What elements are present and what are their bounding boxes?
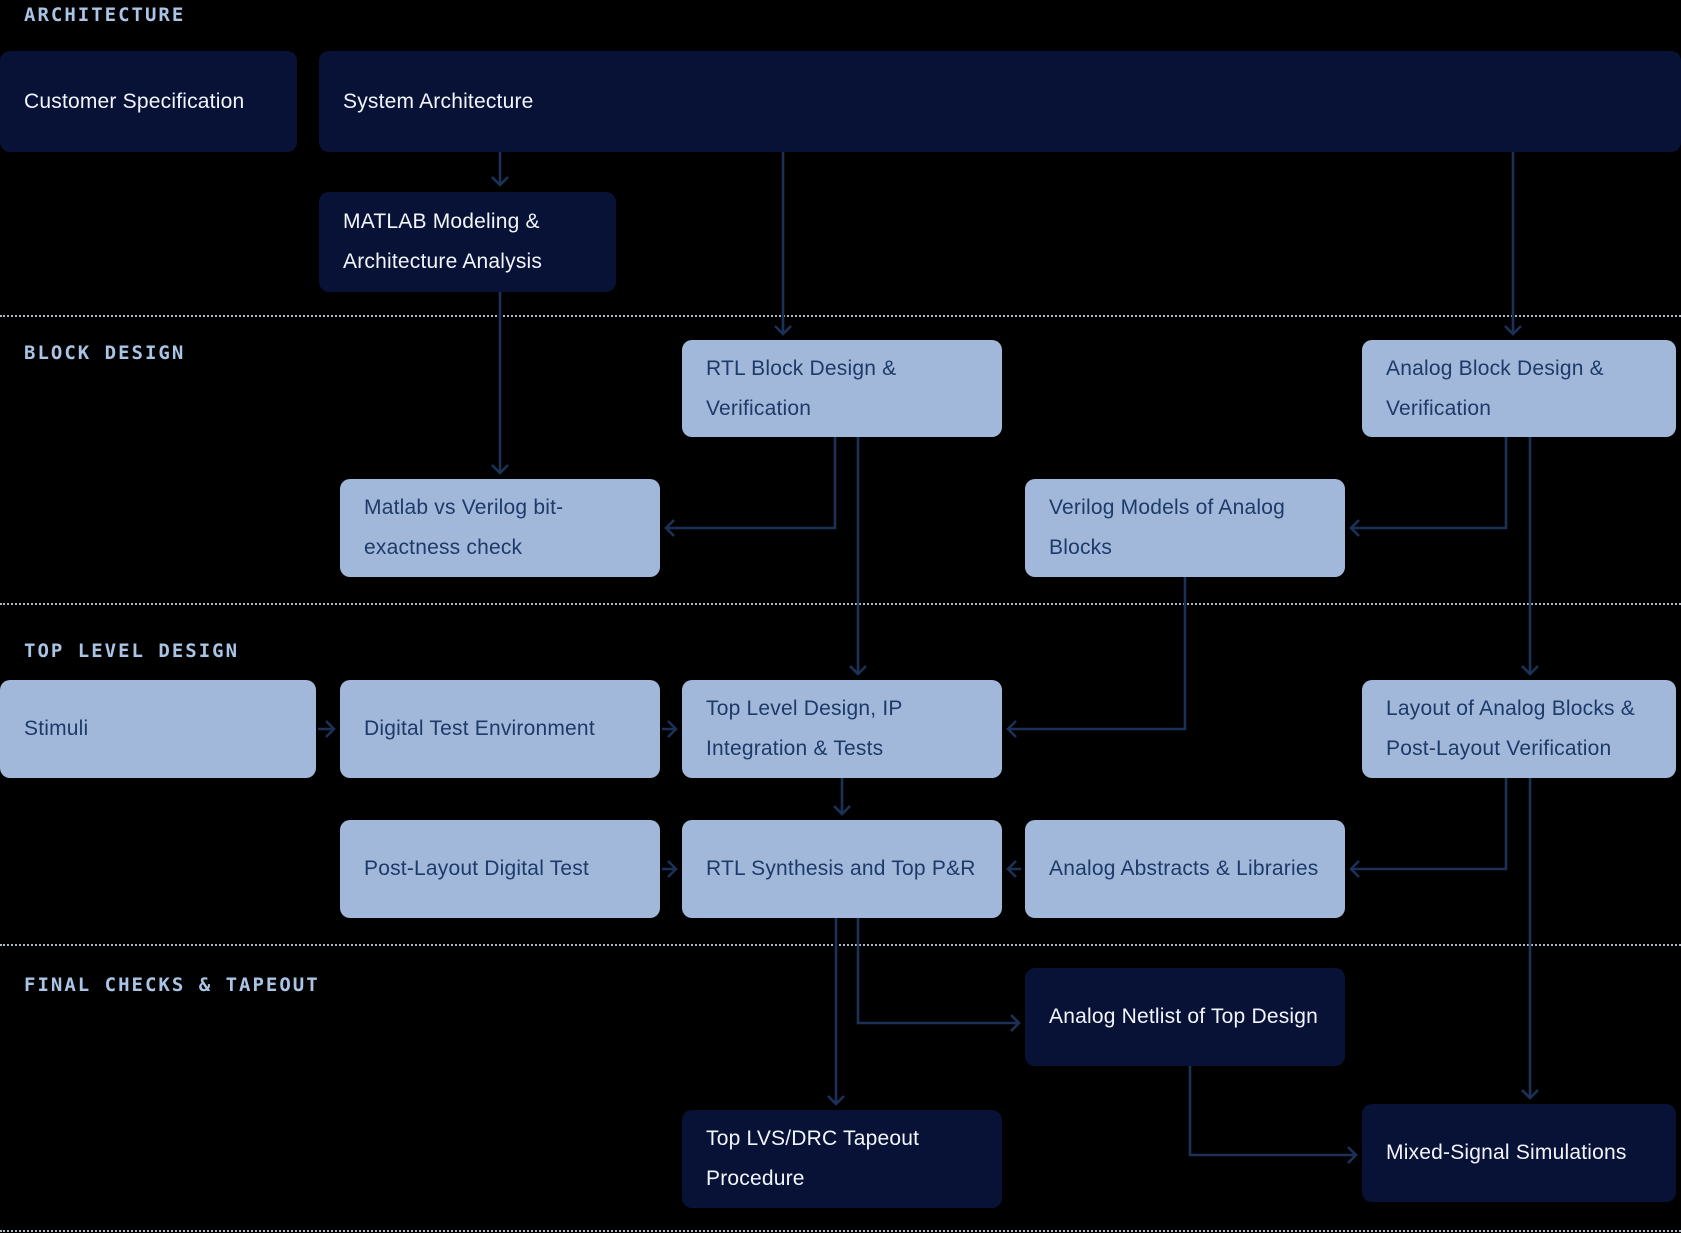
arrow-layout-analog-blocks--mixed-signal-simulations <box>1521 778 1539 1100</box>
arrow-system-architecture--analog-block-design <box>1504 152 1522 336</box>
arrow-layout-analog-blocks--analog-abstracts <box>1349 778 1508 878</box>
node-analog-netlist: Analog Netlist of Top Design <box>1025 968 1345 1066</box>
section-divider-top-level <box>0 603 1681 605</box>
arrow-stimuli--digital-test-environment <box>318 720 336 738</box>
arrow-rtl-synthesis--analog-netlist <box>856 918 1021 1032</box>
node-top-lvs-drc: Top LVS/DRC Tapeout Procedure <box>682 1110 1002 1208</box>
section-label-final-checks-tapeout: FINAL CHECKS & TAPEOUT <box>24 974 320 996</box>
arrow-verilog-models--top-level-design <box>1006 577 1187 738</box>
node-analog-block-design: Analog Block Design & Verification <box>1362 340 1676 437</box>
node-post-layout-digital-test: Post-Layout Digital Test <box>340 820 660 918</box>
section-label-block-design: BLOCK DESIGN <box>24 342 186 364</box>
arrow-matlab-modeling--matlab-verilog-check <box>491 292 509 475</box>
arrow-rtl-block-design--top-level-design <box>849 437 867 676</box>
arrow-top-level-design--rtl-synthesis <box>833 778 851 816</box>
arrow-analog-netlist--mixed-signal-simulations <box>1188 1066 1358 1164</box>
section-divider-bottom <box>0 1230 1681 1232</box>
arrow-analog-block-design--layout-analog-blocks <box>1521 437 1539 676</box>
node-matlab-verilog-check: Matlab vs Verilog bit-exactness check <box>340 479 660 577</box>
node-rtl-synthesis: RTL Synthesis and Top P&R <box>682 820 1002 918</box>
arrow-system-architecture--rtl-block-design <box>774 152 792 336</box>
section-divider-block-design <box>0 315 1681 317</box>
node-layout-analog-blocks: Layout of Analog Blocks & Post-Layout Ve… <box>1362 680 1676 778</box>
arrow-system-architecture--matlab-modeling <box>491 152 509 187</box>
arrow-digital-test-environment--top-level-design <box>662 720 678 738</box>
arrow-analog-abstracts--rtl-synthesis <box>1006 860 1021 878</box>
arrow-rtl-block-design--matlab-verilog-check <box>664 437 837 537</box>
section-label-top-level-design: TOP LEVEL DESIGN <box>24 640 240 662</box>
node-stimuli: Stimuli <box>0 680 316 778</box>
arrow-post-layout-digital-test--rtl-synthesis <box>662 860 678 878</box>
arrow-analog-block-design--verilog-models <box>1349 437 1508 537</box>
node-verilog-models: Verilog Models of Analog Blocks <box>1025 479 1345 577</box>
section-divider-final-checks <box>0 944 1681 946</box>
section-label-architecture: ARCHITECTURE <box>24 4 186 26</box>
node-digital-test-environment: Digital Test Environment <box>340 680 660 778</box>
node-matlab-modeling: MATLAB Modeling & Architecture Analysis <box>319 192 616 292</box>
node-top-level-design: Top Level Design, IP Integration & Tests <box>682 680 1002 778</box>
node-customer-specification: Customer Specification <box>0 51 297 152</box>
node-analog-abstracts: Analog Abstracts & Libraries <box>1025 820 1345 918</box>
node-system-architecture: System Architecture <box>319 51 1681 152</box>
node-mixed-signal-simulations: Mixed-Signal Simulations <box>1362 1104 1676 1202</box>
node-rtl-block-design: RTL Block Design & Verification <box>682 340 1002 437</box>
